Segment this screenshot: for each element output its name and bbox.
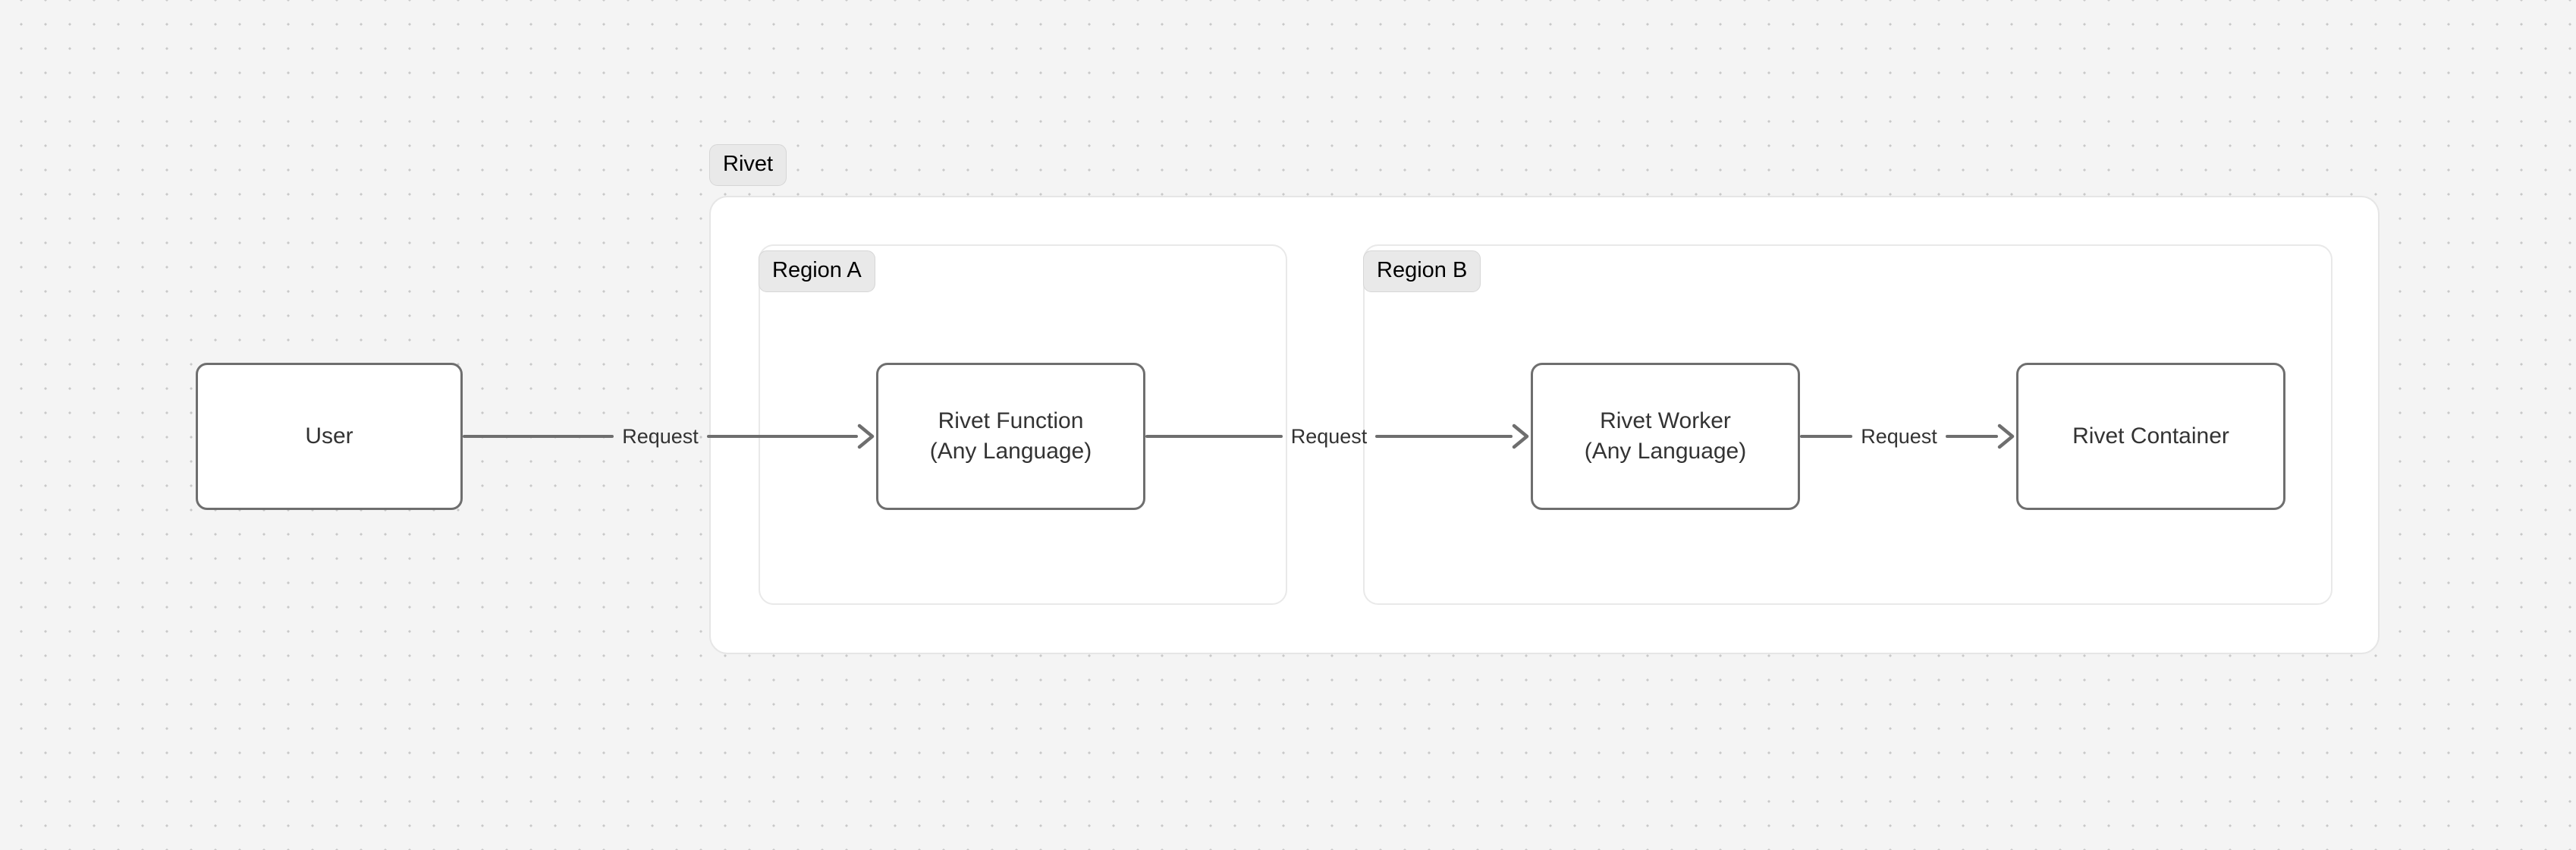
node-rivet-function-line1: Rivet Function	[938, 408, 1084, 434]
node-rivet-container[interactable]: Rivet Container	[2016, 363, 2285, 510]
edge-function-to-worker[interactable]: Request	[1145, 414, 1531, 459]
edge-line-left	[1145, 435, 1283, 438]
edge-line-right	[706, 435, 859, 438]
edge-label-request: Request	[1290, 424, 1368, 448]
node-rivet-container-line1: Rivet Container	[2072, 423, 2229, 449]
group-label-rivet[interactable]: Rivet	[709, 144, 787, 186]
node-rivet-worker-line2: (Any Language)	[1584, 439, 1747, 464]
edge-label-request: Request	[1861, 424, 1937, 448]
edge-line-right	[1375, 435, 1513, 438]
edge-line-left	[463, 435, 614, 438]
group-label-region-b[interactable]: Region B	[1363, 250, 1481, 292]
edge-user-to-function[interactable]: Request	[463, 414, 876, 459]
arrow-right-icon	[1997, 423, 2015, 449]
node-rivet-worker-line1: Rivet Worker	[1600, 408, 1731, 434]
node-user-line1: User	[305, 423, 353, 449]
arrow-right-icon	[1512, 423, 1529, 449]
node-user[interactable]: User	[196, 363, 463, 510]
arrow-right-icon	[857, 423, 875, 449]
node-rivet-function[interactable]: Rivet Function (Any Language)	[876, 363, 1145, 510]
edge-label-request: Request	[622, 424, 699, 448]
node-rivet-function-line2: (Any Language)	[929, 439, 1092, 464]
edge-worker-to-container[interactable]: Request	[1800, 414, 2016, 459]
group-label-region-a[interactable]: Region A	[759, 250, 875, 292]
node-rivet-worker[interactable]: Rivet Worker (Any Language)	[1531, 363, 1800, 510]
edge-line-right	[1945, 435, 1999, 438]
edge-line-left	[1800, 435, 1853, 438]
